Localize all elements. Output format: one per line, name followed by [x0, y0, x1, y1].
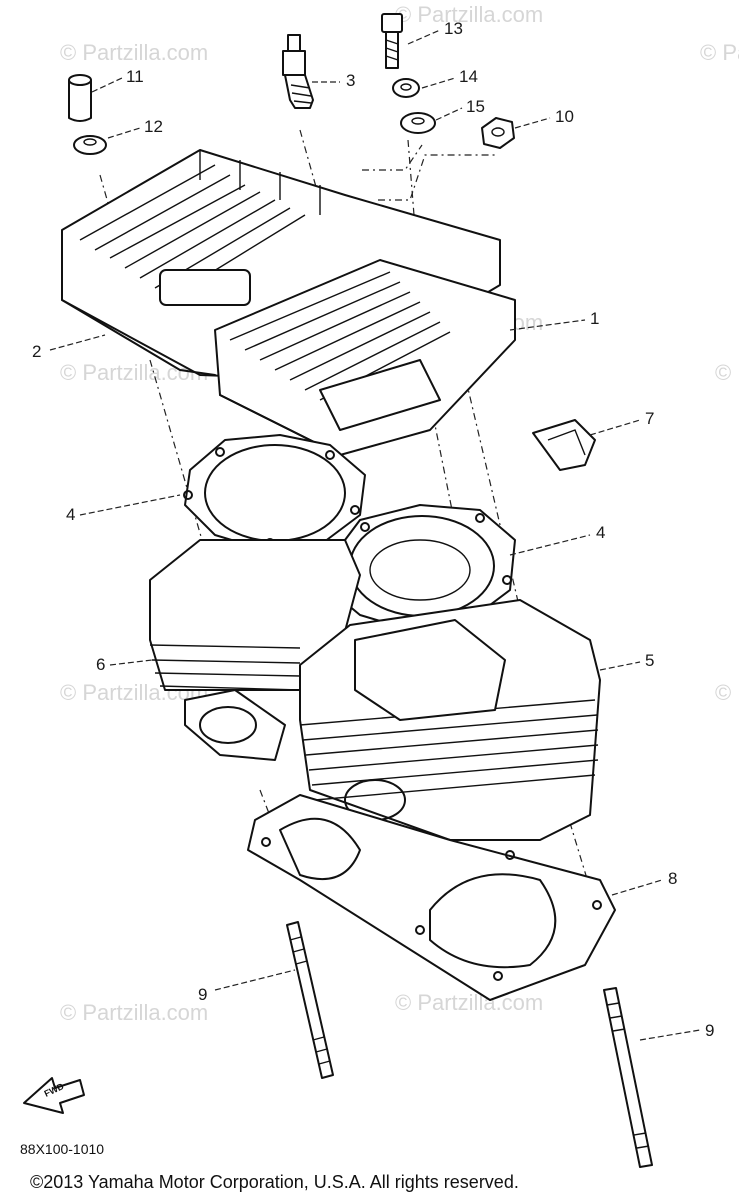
part-cylinder-head-1 [214, 259, 516, 456]
part-stud-9a [286, 921, 334, 1079]
watermark: © Partzilla.com [60, 1000, 208, 1025]
part-cylinder-6 [149, 539, 361, 761]
callout-labels: 13 11 3 14 12 15 10 1 2 7 4 4 6 5 8 9 9 [32, 19, 714, 1040]
diagram-code: 88X100-1010 [20, 1141, 104, 1157]
part-washer-14 [392, 78, 420, 98]
watermark: © Partzilla.com [395, 2, 543, 27]
fwd-arrow-icon: FWD [23, 1077, 85, 1114]
callout-10: 10 [555, 107, 574, 126]
callout-11: 11 [126, 67, 144, 86]
callout-9b: 9 [705, 1021, 714, 1040]
callout-14: 14 [459, 67, 478, 86]
watermark: © Partzilla.com [395, 990, 543, 1015]
callout-2: 2 [32, 342, 41, 361]
callout-7: 7 [645, 409, 654, 428]
watermark: © Partzilla.com [700, 40, 739, 65]
watermark: © Partzilla.com [715, 360, 739, 385]
part-base-gasket-8 [247, 794, 616, 1001]
callout-1: 1 [590, 309, 599, 328]
part-stud-9b [603, 987, 653, 1168]
part-washer-15 [400, 112, 436, 134]
callout-3: 3 [346, 71, 355, 90]
callout-15: 15 [466, 97, 485, 116]
watermark: © Partzilla.com [60, 40, 208, 65]
part-spark-plug-3 [282, 34, 314, 109]
callout-6: 6 [96, 655, 105, 674]
part-collar-11 [68, 74, 92, 122]
part-head-gasket-4a [183, 434, 366, 551]
part-cylinder-5 [299, 599, 601, 841]
watermark: © Partzilla.com [715, 680, 739, 705]
part-nut-10 [481, 117, 515, 149]
copyright-notice: ©2013 Yamaha Motor Corporation, U.S.A. A… [30, 1172, 519, 1192]
leader-lines [49, 29, 701, 1041]
part-bolt-13 [381, 13, 403, 69]
callout-4a: 4 [66, 505, 75, 524]
callout-5: 5 [645, 651, 654, 670]
callout-12: 12 [144, 117, 163, 136]
callout-4b: 4 [596, 523, 605, 542]
callout-13: 13 [444, 19, 463, 38]
part-washer-12 [73, 135, 107, 155]
part-damper-7 [532, 419, 596, 471]
callout-9a: 9 [198, 985, 207, 1004]
callout-8: 8 [668, 869, 677, 888]
